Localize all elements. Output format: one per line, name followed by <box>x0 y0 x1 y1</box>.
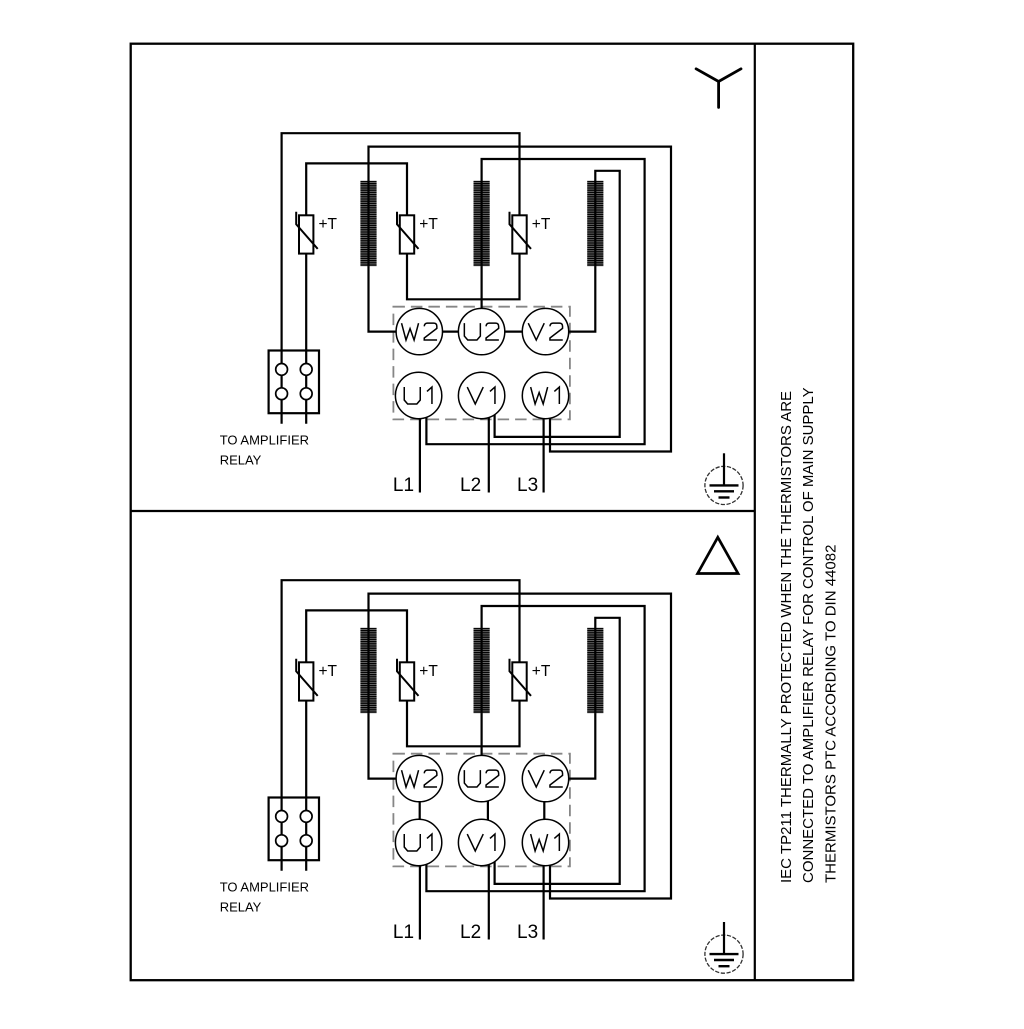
svg-text:TO AMPLIFIER: TO AMPLIFIER <box>220 433 309 448</box>
svg-text:IEC TP211 THERMALLY PROTECTED: IEC TP211 THERMALLY PROTECTED WHEN THE T… <box>778 391 795 883</box>
svg-text:L1: L1 <box>393 475 414 496</box>
svg-text:L3: L3 <box>517 475 538 496</box>
svg-text:+T: +T <box>419 216 438 233</box>
svg-text:+T: +T <box>532 216 551 233</box>
svg-text:+T: +T <box>319 216 338 233</box>
svg-text:L2: L2 <box>460 475 481 496</box>
svg-text:RELAY: RELAY <box>220 452 262 467</box>
svg-text:CONNECTED TO AMPLIFIER RELAY F: CONNECTED TO AMPLIFIER RELAY FOR CONTROL… <box>800 387 817 883</box>
svg-text:THERMISTORS PTC ACCORDING TO D: THERMISTORS PTC ACCORDING TO DIN 44082 <box>822 545 839 883</box>
